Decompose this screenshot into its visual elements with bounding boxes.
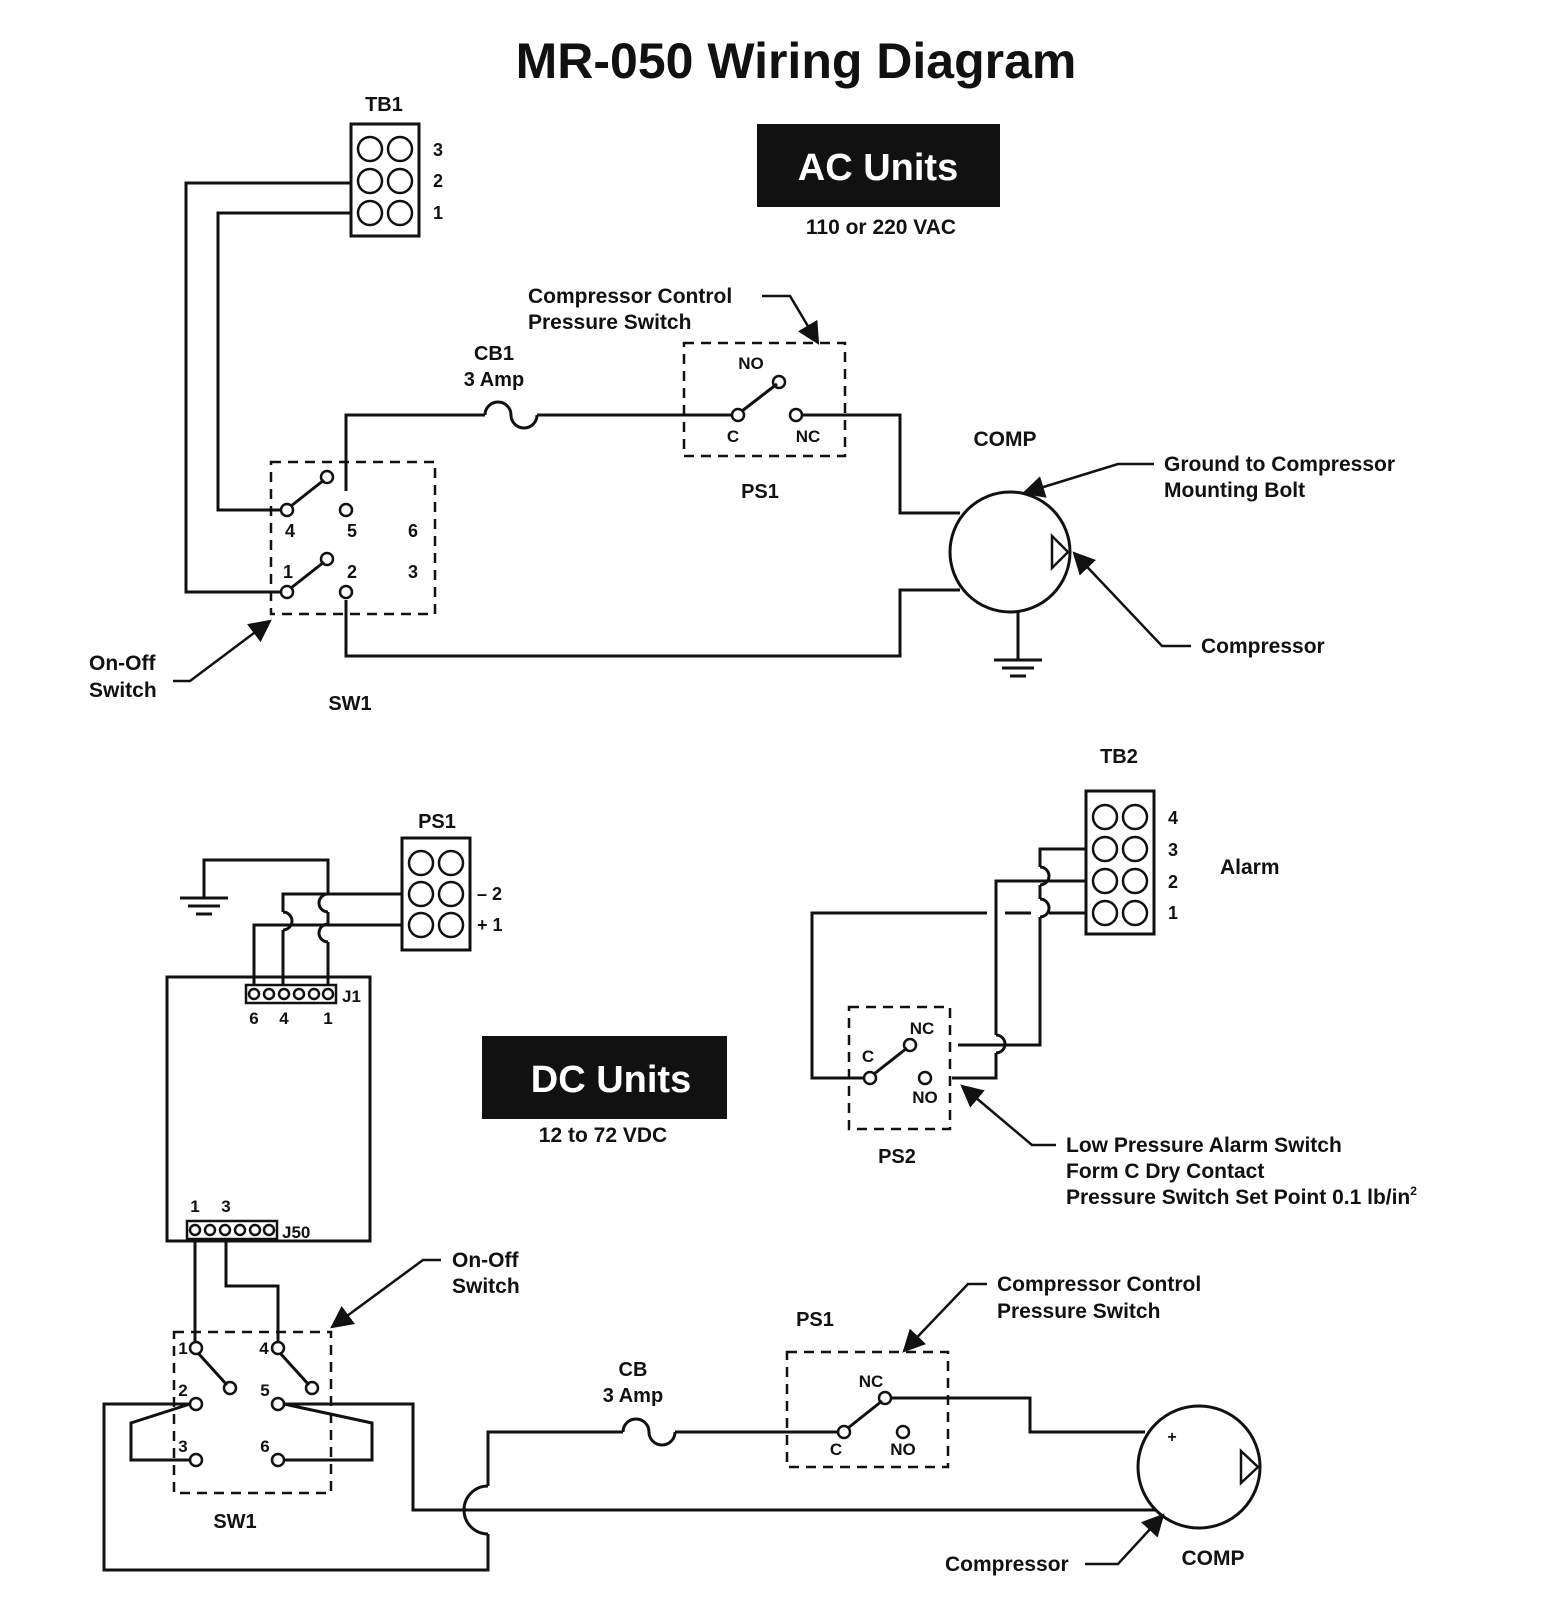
ps2-label: PS2 xyxy=(878,1146,916,1168)
dc-power-wires xyxy=(180,858,402,985)
dc-sw1-switch: 1 4 2 5 3 6 SW1 xyxy=(172,1330,333,1533)
ps2-callout-2: Form C Dry Contact xyxy=(1066,1160,1264,1183)
tb2-pin-3: 3 xyxy=(1168,840,1178,860)
ac-header-box xyxy=(757,124,1000,207)
ac-ps1-switch: NO C NC PS1 xyxy=(682,341,847,503)
ac-ps1-nc: NC xyxy=(796,427,821,446)
dc-ps1-callout-2: Pressure Switch xyxy=(997,1300,1160,1323)
dc-section: DC Units 12 to 72 VDC PS1 – 2 + 1 J1 6 4… xyxy=(102,746,1417,1576)
ac-ps1-label: PS1 xyxy=(741,481,779,503)
tb2-pin-4: 4 xyxy=(1168,808,1178,828)
dc-ps1-nc: NC xyxy=(859,1372,884,1391)
ac-ps1-callout-1: Compressor Control xyxy=(528,285,732,308)
ac-compressor: COMP xyxy=(948,428,1072,614)
j1-pin-1: 1 xyxy=(323,1009,332,1028)
j50-label: J50 xyxy=(282,1223,310,1242)
cb1-rating: 3 Amp xyxy=(464,369,524,391)
ps2-callout-3: Pressure Switch Set Point 0.1 lb/in2 xyxy=(1066,1184,1417,1209)
tb1-terminal-block: TB1 3 2 1 xyxy=(349,94,443,238)
ac-ps1-no: NO xyxy=(738,354,764,373)
ground-callout-1: Ground to Compressor xyxy=(1164,453,1395,476)
tb1-pin-3: 3 xyxy=(433,140,443,160)
ac-sw1-label: SW1 xyxy=(328,693,371,715)
dc-header-box xyxy=(482,1036,727,1119)
dc-cb-rating: 3 Amp xyxy=(603,1385,663,1407)
ac-sw1-callout-2: Switch xyxy=(89,679,157,702)
dc-voltage: 12 to 72 VDC xyxy=(539,1124,667,1147)
diagram-title: MR-050 Wiring Diagram xyxy=(516,33,1077,89)
dc-sw1-pin-1: 1 xyxy=(178,1339,187,1358)
tb2-pin-2: 2 xyxy=(1168,872,1178,892)
tb1-pin-1: 1 xyxy=(433,203,443,223)
ac-ps1-callout-2: Pressure Switch xyxy=(528,311,691,334)
ac-sw1-pin-1: 1 xyxy=(283,562,293,582)
dc-sw1-callout-2: Switch xyxy=(452,1275,520,1298)
dc-cb-label: CB xyxy=(619,1359,648,1381)
dc-plus-terminal: + 1 xyxy=(477,915,503,935)
ps2-c: C xyxy=(862,1047,874,1066)
dc-sw1-pin-6: 6 xyxy=(260,1437,269,1456)
ac-sw1-pin-2: 2 xyxy=(347,562,357,582)
dc-ps1-terminal-label: PS1 xyxy=(418,811,456,833)
controller-board: J1 6 4 1 J50 1 3 xyxy=(165,975,372,1243)
dc-ps1-label: PS1 xyxy=(796,1309,834,1331)
alarm-wires xyxy=(810,847,1086,1080)
ac-wires xyxy=(184,181,1042,678)
tb1-pin-2: 2 xyxy=(433,171,443,191)
ac-ps1-c: C xyxy=(727,427,739,446)
tb1-label: TB1 xyxy=(365,94,403,116)
cb1-label: CB1 xyxy=(474,343,514,365)
j50-pin-1: 1 xyxy=(190,1197,199,1216)
dc-header: DC Units xyxy=(531,1059,691,1101)
ac-voltage: 110 or 220 VAC xyxy=(806,216,956,239)
j1-label: J1 xyxy=(342,987,361,1006)
tb2-terminal-block: TB2 4 3 2 1 Alarm xyxy=(1084,746,1280,936)
j50-pin-3: 3 xyxy=(221,1197,230,1216)
dc-compressor-callout: Compressor xyxy=(945,1553,1069,1576)
dc-sw1-pin-3: 3 xyxy=(178,1437,187,1456)
alarm-label: Alarm xyxy=(1220,856,1280,879)
dc-comp-plus: + xyxy=(1167,1429,1176,1446)
tb2-label: TB2 xyxy=(1100,746,1138,768)
ps2-nc: NC xyxy=(910,1019,935,1038)
dc-minus-terminal: – 2 xyxy=(477,884,502,904)
ps2-callout-1: Low Pressure Alarm Switch xyxy=(1066,1134,1342,1157)
ps2-no: NO xyxy=(912,1088,938,1107)
dc-power-terminal-block: PS1 – 2 + 1 xyxy=(400,811,503,952)
ac-sw1-pin-4: 4 xyxy=(285,521,295,541)
ps2-switch: NC C NO PS2 xyxy=(847,1005,952,1168)
tb2-pin-1: 1 xyxy=(1168,903,1178,923)
j1-pin-6: 6 xyxy=(249,1009,258,1028)
dc-compressor: + COMP xyxy=(1136,1404,1262,1570)
dc-ps1-switch: NC C NO PS1 xyxy=(785,1309,950,1469)
dc-sw1-pin-5: 5 xyxy=(260,1381,269,1400)
dc-sw1-pin-4: 4 xyxy=(259,1339,269,1358)
ac-sw1-pin-5: 5 xyxy=(347,521,357,541)
dc-sw1-callout-1: On-Off xyxy=(452,1249,519,1272)
ac-sw1-pin-3: 3 xyxy=(408,562,418,582)
dc-sw1-pin-2: 2 xyxy=(178,1381,187,1400)
ac-compressor-callout: Compressor xyxy=(1201,635,1325,658)
dc-ps1-no: NO xyxy=(890,1440,916,1459)
ac-sw1-switch: 4 5 6 1 2 3 SW1 xyxy=(269,460,437,715)
ac-sw1-pin-6: 6 xyxy=(408,521,418,541)
dc-sw1-label: SW1 xyxy=(213,1511,256,1533)
dc-comp-label: COMP xyxy=(1182,1547,1245,1570)
ac-sw1-callout-1: On-Off xyxy=(89,652,156,675)
ac-comp-label: COMP xyxy=(974,428,1037,451)
dc-main-wires xyxy=(102,1239,1160,1572)
ac-header: AC Units xyxy=(798,147,958,189)
dc-ps1-callout-1: Compressor Control xyxy=(997,1273,1201,1296)
j1-pin-4: 4 xyxy=(279,1009,289,1028)
ground-callout-2: Mounting Bolt xyxy=(1164,479,1305,502)
ac-section: AC Units 110 or 220 VAC TB1 3 2 1 xyxy=(89,94,1395,715)
dc-ps1-c: C xyxy=(830,1440,842,1459)
